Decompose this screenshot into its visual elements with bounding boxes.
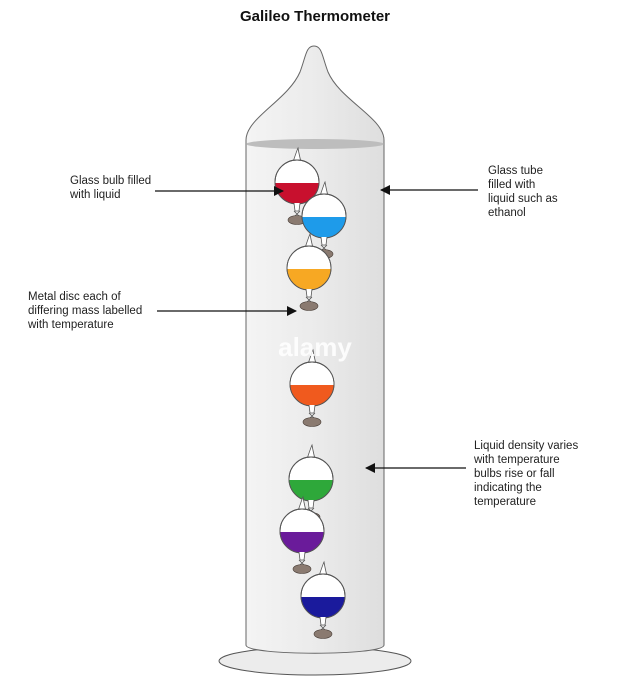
bulb-liquid <box>287 269 331 290</box>
label-line: Glass bulb filled <box>70 175 152 187</box>
liquid-surface <box>246 139 384 149</box>
label-line: with liquid <box>70 189 121 201</box>
bulbs-group <box>274 146 347 639</box>
bulb-liquid <box>301 597 345 619</box>
glass-bulb <box>286 232 332 311</box>
metal-disc <box>299 301 319 311</box>
metal-disc <box>292 564 312 574</box>
bulb-neck <box>307 499 315 509</box>
bulb-tip <box>318 560 328 577</box>
label-line: with temperature <box>28 319 114 331</box>
label-line: with temperature <box>474 454 560 466</box>
bulb-liquid <box>280 532 324 554</box>
bulb-tip <box>307 348 317 365</box>
bulb-neck <box>319 616 327 626</box>
glass-bulb <box>274 146 320 225</box>
bulb-tip <box>319 180 329 197</box>
label-liquid-density: Liquid density varies with temperature b… <box>474 439 578 509</box>
metal-disc <box>313 629 333 639</box>
glass-tube <box>245 45 385 654</box>
label-line: indicating the <box>474 482 542 494</box>
metal-disc <box>302 417 322 427</box>
label-line: ethanol <box>488 207 526 219</box>
bulb-liquid <box>302 217 346 239</box>
bulb-tip <box>306 443 316 460</box>
bulb-liquid <box>290 385 334 407</box>
diagram-title: Galileo Thermometer <box>239 8 391 25</box>
glass-bulb <box>300 560 346 639</box>
glass-bulb <box>289 348 335 427</box>
label-metal-disc: Metal disc each of differing mass labell… <box>28 290 142 332</box>
glass-bulb <box>301 180 347 259</box>
bulb-neck <box>308 404 316 414</box>
label-line: temperature <box>474 496 537 508</box>
label-line: liquid such as <box>488 193 558 205</box>
label-line: filled with <box>488 179 536 191</box>
bulb-neck <box>305 288 313 298</box>
bulb-neck <box>298 551 306 561</box>
label-glass-tube: Glass tube filled with liquid such as et… <box>488 164 558 220</box>
label-line: differing mass labelled <box>28 305 143 317</box>
bulb-neck <box>320 236 328 246</box>
watermark-text: alamy <box>278 332 352 362</box>
bulb-liquid <box>289 480 333 501</box>
label-glass-bulb: Glass bulb filled with liquid <box>70 174 151 202</box>
label-line: Glass tube <box>488 165 543 177</box>
bulb-neck <box>293 202 301 212</box>
glass-bulb <box>279 495 325 574</box>
bulb-tip <box>292 146 302 163</box>
label-line: Metal disc each of <box>28 291 121 303</box>
bulb-tip <box>304 232 314 249</box>
label-line: bulbs rise or fall <box>474 468 555 480</box>
bulb-tip <box>297 495 307 512</box>
bulb-liquid <box>275 183 319 205</box>
label-line: Liquid density varies <box>474 440 579 452</box>
